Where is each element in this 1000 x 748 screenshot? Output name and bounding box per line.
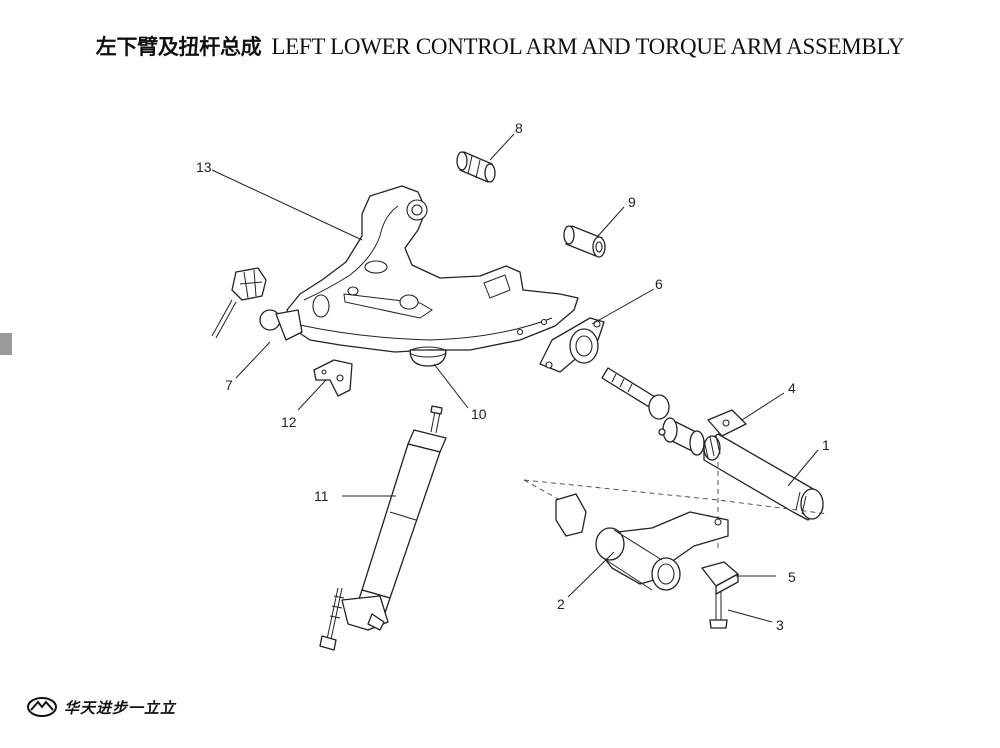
ball-joint-7 <box>211 267 303 341</box>
callout-4: 4 <box>788 380 796 396</box>
brand-logo: 华天进步一立立 <box>26 695 176 719</box>
torsion-bar-1 <box>703 433 824 521</box>
plate-4 <box>707 409 747 437</box>
leader-lines <box>211 133 819 623</box>
lower-control-arm <box>286 185 579 353</box>
callout-1: 1 <box>822 437 830 453</box>
adjuster-5 <box>701 561 739 595</box>
callout-6: 6 <box>655 276 663 292</box>
bushing-8 <box>456 151 496 183</box>
page-title: 左下臂及扭杆总成 LEFT LOWER CONTROL ARM AND TORQU… <box>0 31 1000 61</box>
callout-labels: 13 8 9 6 4 1 7 12 10 11 2 5 3 <box>196 120 830 633</box>
title-english: LEFT LOWER CONTROL ARM AND TORQUE ARM AS… <box>271 34 905 59</box>
callout-2: 2 <box>557 596 565 612</box>
spline-shaft <box>601 367 705 456</box>
callout-11: 11 <box>314 488 329 504</box>
callout-12: 12 <box>281 414 297 430</box>
shock-absorber-11 <box>319 405 447 651</box>
callout-8: 8 <box>515 120 523 136</box>
bracket-6 <box>539 317 605 373</box>
title-chinese: 左下臂及扭杆总成 <box>95 35 262 59</box>
brand-emblem-icon <box>27 697 57 717</box>
torque-arm-2 <box>555 493 729 591</box>
side-page-tab[interactable] <box>0 333 12 355</box>
bracket-12 <box>313 359 353 397</box>
bolt-3 <box>709 592 728 629</box>
torque-arm-guide-lines <box>523 462 829 548</box>
bump-stop-10 <box>409 346 447 367</box>
callout-3: 3 <box>776 617 784 633</box>
callout-10: 10 <box>471 406 487 422</box>
callout-7: 7 <box>225 377 233 393</box>
callout-5: 5 <box>788 569 796 585</box>
callout-13: 13 <box>196 159 212 175</box>
callout-9: 9 <box>628 194 636 210</box>
brand-text: 华天进步一立立 <box>64 698 177 717</box>
bushing-9 <box>563 225 606 258</box>
